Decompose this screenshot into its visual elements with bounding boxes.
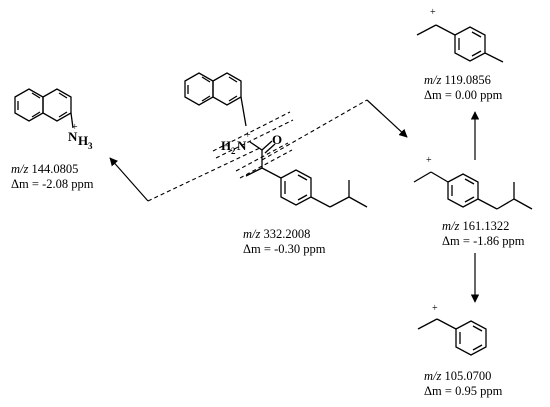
svg-text:m/z 332.2008: m/z 332.2008 [243,227,310,241]
pathway-arrows [109,99,480,303]
isobutyl-cation-structure [413,171,533,210]
precursor-mz-value: 332.2008 [264,227,311,241]
precursor-delta-value: -0.30 ppm [274,242,326,256]
svg-text:Δm = 0.95 ppm: Δm = 0.95 ppm [424,384,503,398]
svg-text:Δm = 0.00 ppm: Δm = 0.00 ppm [424,88,503,102]
naphthylamine-label: m/z 144.0805 Δm = -2.08 ppm [11,162,94,191]
svg-text:m/z 144.0805: m/z 144.0805 [11,162,78,176]
arrow-to-isobutyl-cation [366,99,408,138]
oxygen-label: O [272,132,282,147]
isobutyl-cation-charge: + [426,155,432,166]
naphthylamine-subscript: 3 [88,141,93,151]
naphthylamine-n-label: N [68,129,78,144]
amine-charge: + [245,130,251,141]
precursor-mz-prefix: m/z [243,227,261,241]
isobutyl-cation-label: m/z 161.1322 Δm = -1.86 ppm [442,219,525,248]
naphthylamine-structure [14,88,74,129]
cleavage-marks [147,99,368,202]
naphthylamine-charge: + [72,122,78,133]
isobutyl-cation-mz-value: 161.1322 [463,219,510,233]
svg-text:Δm = -2.08 ppm: Δm = -2.08 ppm [11,177,94,191]
precursor-structure [184,72,368,208]
svg-text:Δm = -1.86 ppm: Δm = -1.86 ppm [442,234,525,248]
naphthylamine-atom-labels: + N H 3 [68,122,93,151]
precursor-label: m/z 332.2008 Δm = -0.30 ppm [243,227,326,256]
amine-h-label: H [221,138,231,153]
svg-text:Δm = -0.30 ppm: Δm = -0.30 ppm [243,242,326,256]
naphthylamine-mz-value: 144.0805 [32,162,79,176]
isobutyl-cation-delta-value: -1.86 ppm [473,234,525,248]
naphthylamine-delta-value: -2.08 ppm [42,177,94,191]
svg-text:m/z 119.0856: m/z 119.0856 [424,73,491,87]
svg-text:m/z 105.0700: m/z 105.0700 [424,369,491,383]
naphthylamine-h-label: H [78,133,88,148]
phenyl-cation-label: m/z 105.0700 Δm = 0.95 ppm [424,369,503,398]
amine-subscript: 2 [231,146,236,156]
methyl-cation-label: m/z 119.0856 Δm = 0.00 ppm [424,73,503,102]
methyl-cation-delta-value: 0.00 ppm [455,88,503,102]
methyl-cation-structure [416,24,504,63]
phenyl-cation-mz-value: 105.0700 [445,369,492,383]
precursor-delta-prefix: Δm = [243,242,271,256]
svg-text:m/z 161.1322: m/z 161.1322 [442,219,509,233]
phenyl-cation-structure [417,318,487,356]
arrow-to-naphthylamine [109,157,149,202]
phenyl-cation-delta-value: 0.95 ppm [455,384,503,398]
methyl-cation-charge: + [430,7,436,18]
phenyl-cation-charge: + [432,303,438,314]
methyl-cation-mz-value: 119.0856 [445,73,491,87]
